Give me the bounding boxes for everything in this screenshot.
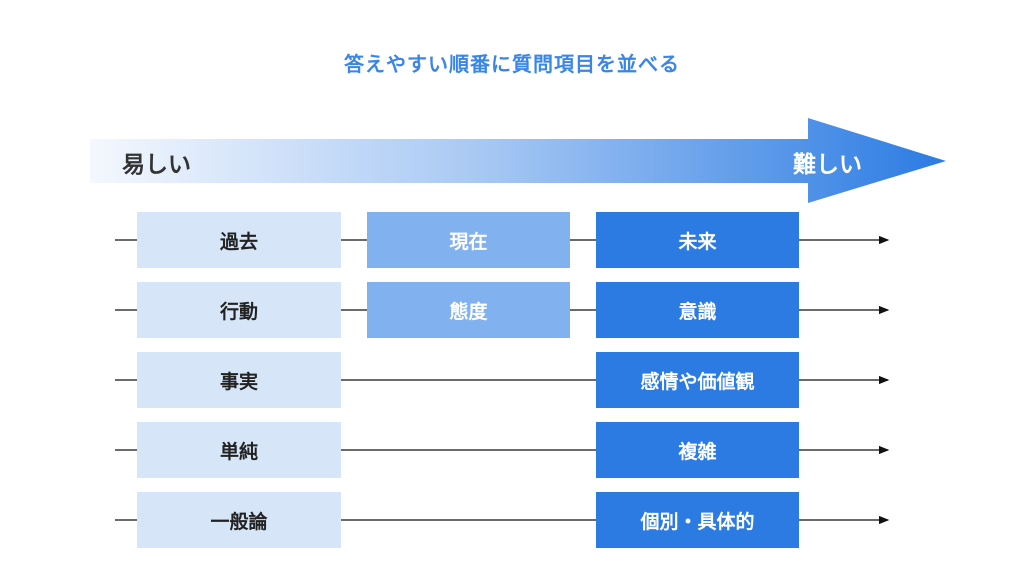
item-box-hard: 複雑: [596, 422, 799, 478]
diagram-title: 答えやすい順番に質問項目を並べる: [344, 52, 680, 76]
hard-label: 難しい: [793, 152, 862, 178]
item-box-middle: 現在: [367, 212, 570, 268]
item-box-easy: 事実: [137, 352, 341, 408]
easy-label: 易しい: [122, 152, 191, 178]
item-box-easy: 過去: [137, 212, 341, 268]
item-box-hard: 感情や価値観: [596, 352, 799, 408]
item-box-easy: 一般論: [137, 492, 341, 548]
item-box-easy: 行動: [137, 282, 341, 338]
item-box-hard: 意識: [596, 282, 799, 338]
item-box-hard: 未来: [596, 212, 799, 268]
item-box-middle: 態度: [367, 282, 570, 338]
item-box-hard: 個別・具体的: [596, 492, 799, 548]
item-box-easy: 単純: [137, 422, 341, 478]
